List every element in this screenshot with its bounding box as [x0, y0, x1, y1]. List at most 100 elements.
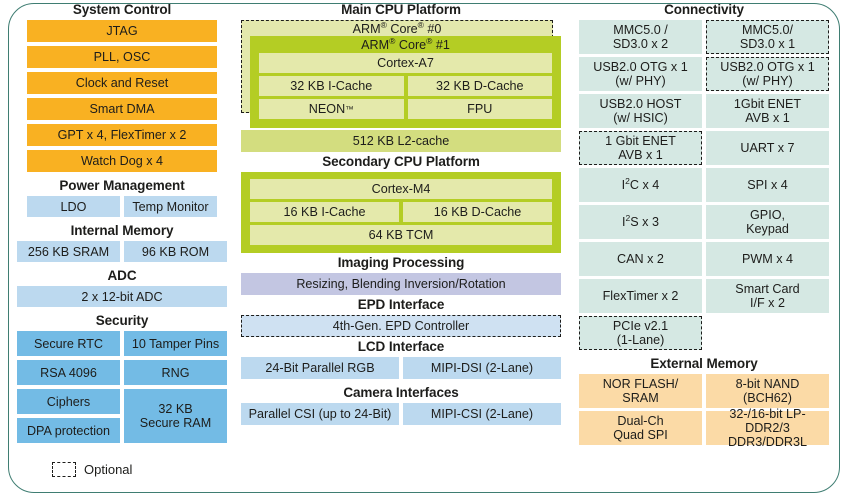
secure-ram-line2: Secure RAM	[139, 416, 212, 430]
column-left: System Control JTAG PLL, OSC Clock and R…	[8, 0, 236, 447]
cell-line-1: I2S x 3	[622, 212, 659, 229]
block-sram[interactable]: 256 KB SRAM	[17, 241, 120, 262]
block-temp-monitor[interactable]: Temp Monitor	[124, 196, 217, 217]
security-column-right: 10 Tamper Pins RNG 32 KB Secure RAM	[124, 331, 227, 447]
security-group: Secure RTC RSA 4096 Ciphers DPA protecti…	[17, 331, 227, 447]
cell-line-1: 32-/16-bit LP-DDR2/3	[729, 407, 806, 435]
block-parallel-rgb[interactable]: 24-Bit Parallel RGB	[241, 357, 399, 379]
connectivity-row: USB2.0 OTG x 1(w/ PHY)USB2.0 OTG x 1(w/ …	[579, 57, 829, 91]
block-nor-flash[interactable]: NOR FLASH/SRAM	[579, 374, 702, 408]
block-parallel-csi[interactable]: Parallel CSI (up to 24-Bit)	[241, 403, 399, 425]
block-gpt-flextimer[interactable]: GPT x 4, FlexTimer x 2	[27, 124, 217, 146]
cell-line-2: Keypad	[746, 222, 789, 236]
block-tcm[interactable]: 64 KB TCM	[250, 225, 552, 245]
block-arm-core-1[interactable]: ARM® Core® #1 Cortex-A7 32 KB I-Cache 32…	[250, 36, 561, 128]
block-gpio[interactable]: GPIO,Keypad	[706, 205, 829, 239]
cell-line-1: SPI x 4	[747, 178, 788, 192]
block-uart-x-7[interactable]: UART x 7	[706, 131, 829, 165]
block-cortex-a7[interactable]: Cortex-A7	[259, 53, 552, 73]
block-mipi-csi[interactable]: MIPI-CSI (2-Lane)	[403, 403, 561, 425]
block-secure-ram[interactable]: 32 KB Secure RAM	[124, 389, 227, 443]
block-cortex-m4[interactable]: Cortex-M4	[250, 179, 552, 199]
block-pwm-x-4[interactable]: PWM x 4	[706, 242, 829, 276]
cell-line-1: NOR FLASH/	[602, 377, 679, 391]
cell-line-2: (w/ PHY)	[742, 74, 793, 88]
block-ciphers[interactable]: Ciphers	[17, 389, 120, 414]
connectivity-row: PCIe v2.1(1-Lane)	[579, 316, 829, 350]
lcd-group: 24-Bit Parallel RGB MIPI-DSI (2-Lane)	[241, 357, 561, 379]
block-usb2-0-host[interactable]: USB2.0 HOST(w/ HSIC)	[579, 94, 702, 128]
block-jtag[interactable]: JTAG	[27, 20, 217, 42]
block-pcie-v2-1[interactable]: PCIe v2.1(1-Lane)	[579, 316, 702, 350]
cell-line-1: PCIe v2.1	[612, 319, 669, 333]
block-a7-dcache[interactable]: 32 KB D-Cache	[407, 76, 552, 96]
section-title-epd: EPD Interface	[357, 297, 445, 312]
block-rsa-4096[interactable]: RSA 4096	[17, 360, 120, 385]
system-control-group: JTAG PLL, OSC Clock and Reset Smart DMA …	[8, 20, 236, 172]
block-pll-osc[interactable]: PLL, OSC	[27, 46, 217, 68]
connectivity-row: I2C x 4 SPI x 4	[579, 168, 829, 202]
cell-line-1: MMC5.0/	[741, 23, 794, 37]
block-m4-dcache[interactable]: 16 KB D-Cache	[403, 202, 552, 222]
block-usb2-0-otg-x-1[interactable]: USB2.0 OTG x 1(w/ PHY)	[579, 57, 702, 91]
cell-line-2: (w/ PHY)	[615, 74, 666, 88]
block-spi-x-4[interactable]: SPI x 4	[706, 168, 829, 202]
block-i-c-x-4[interactable]: I2C x 4	[579, 168, 702, 202]
section-title-camera: Camera Interfaces	[343, 385, 459, 400]
block-usb2-0-otg-x-1[interactable]: USB2.0 OTG x 1(w/ PHY)	[706, 57, 829, 91]
camera-group: Parallel CSI (up to 24-Bit) MIPI-CSI (2-…	[241, 403, 561, 425]
cell-line-1: USB2.0 OTG x 1	[593, 60, 688, 74]
block-i-s-x-3[interactable]: I2S x 3	[579, 205, 702, 239]
block-clock-and-reset[interactable]: Clock and Reset	[27, 72, 217, 94]
block-can-x-2[interactable]: CAN x 2	[579, 242, 702, 276]
cell-line-2: (BCH62)	[743, 391, 792, 405]
block-ldo[interactable]: LDO	[27, 196, 120, 217]
block-rom[interactable]: 96 KB ROM	[124, 241, 227, 262]
block-a7-icache[interactable]: 32 KB I-Cache	[259, 76, 404, 96]
block-imaging-processing[interactable]: Resizing, Blending Inversion/Rotation	[241, 273, 561, 295]
adc-group: 2 x 12-bit ADC	[8, 286, 236, 307]
block-smart-dma[interactable]: Smart DMA	[27, 98, 217, 120]
block-secondary-cpu[interactable]: Cortex-M4 16 KB I-Cache 16 KB D-Cache 64…	[241, 172, 561, 253]
block-epd-controller[interactable]: 4th-Gen. EPD Controller	[241, 315, 561, 337]
cell-line-2: (1-Lane)	[616, 333, 665, 347]
block-8-bit-nand[interactable]: 8-bit NAND(BCH62)	[706, 374, 829, 408]
block-mipi-dsi[interactable]: MIPI-DSI (2-Lane)	[403, 357, 561, 379]
block-rng[interactable]: RNG	[124, 360, 227, 385]
section-title-power-management: Power Management	[59, 178, 185, 193]
cell-line-1: 8-bit NAND	[735, 377, 800, 391]
block-watch-dog[interactable]: Watch Dog x 4	[27, 150, 217, 172]
section-title-main-cpu: Main CPU Platform	[341, 2, 461, 17]
block-mmc5-0[interactable]: MMC5.0/SD3.0 x 1	[706, 20, 829, 54]
legend-optional: Optional	[52, 462, 132, 477]
cell-line-2: I/F x 2	[749, 296, 785, 310]
arm-core-1-label: ARM® Core® #1	[361, 35, 450, 52]
dashed-box-icon	[52, 462, 76, 477]
block-dpa-protection[interactable]: DPA protection	[17, 418, 120, 443]
block-tamper-pins[interactable]: 10 Tamper Pins	[124, 331, 227, 356]
block-fpu[interactable]: FPU	[407, 99, 552, 119]
block-flextimer-x-2[interactable]: FlexTimer x 2	[579, 279, 702, 313]
diagram-frame	[8, 3, 840, 493]
block-l2-cache[interactable]: 512 KB L2-cache	[241, 130, 561, 152]
block-secure-rtc[interactable]: Secure RTC	[17, 331, 120, 356]
block-m4-icache[interactable]: 16 KB I-Cache	[250, 202, 399, 222]
secondary-cpu-group: Cortex-M4 16 KB I-Cache 16 KB D-Cache 64…	[241, 172, 561, 253]
block-mmc5-0[interactable]: MMC5.0 /SD3.0 x 2	[579, 20, 702, 54]
section-title-lcd: LCD Interface	[357, 339, 445, 354]
cell-line-2: AVB x 1	[745, 111, 790, 125]
main-cpu-group: ARM® Core® #0 ARM® Core® #1 Cortex-A7 32…	[241, 20, 561, 152]
cell-line-2: SD3.0 x 2	[612, 37, 669, 51]
block-adc[interactable]: 2 x 12-bit ADC	[17, 286, 227, 307]
